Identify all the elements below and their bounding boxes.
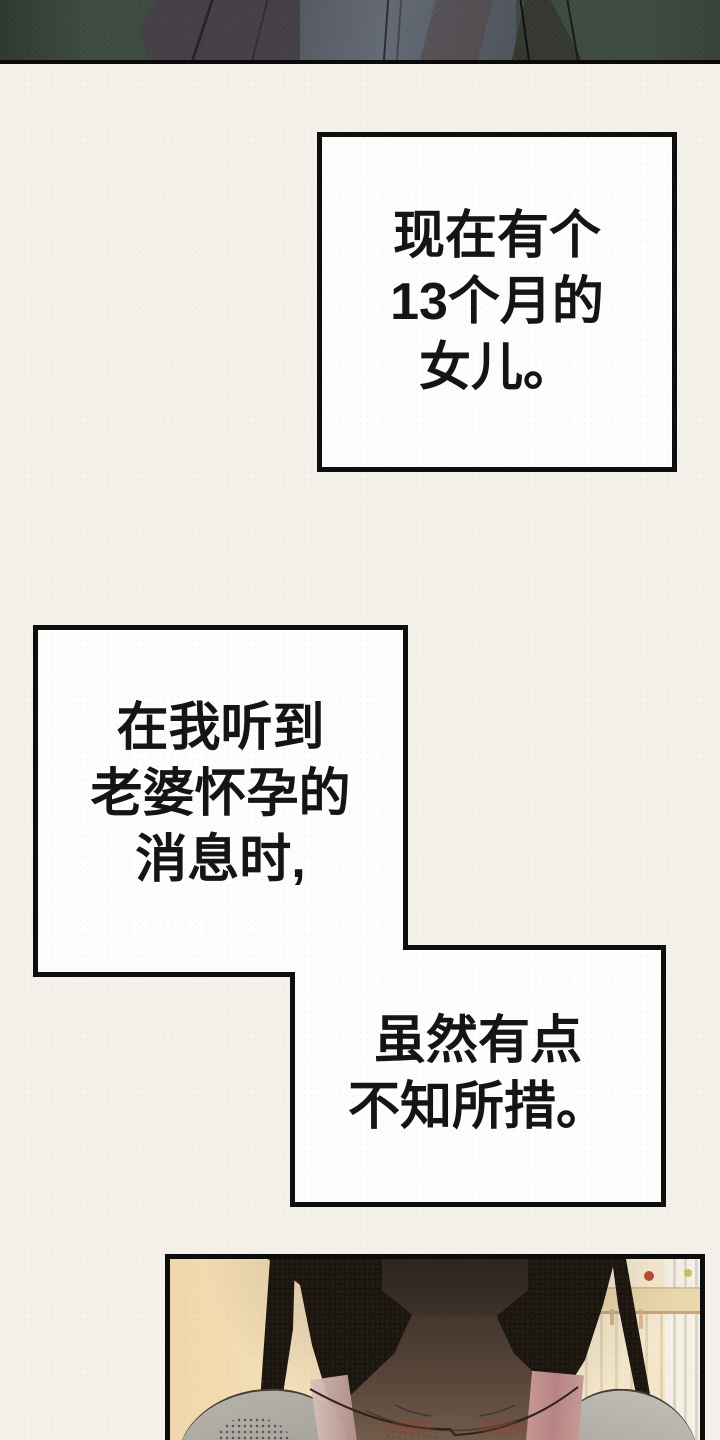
caption-joint-patch xyxy=(290,945,403,972)
caption-line: 在我听到 xyxy=(116,699,325,757)
jacket-shape xyxy=(138,0,303,60)
panel-border-line xyxy=(0,60,720,64)
caption-box-1: 现在有个 13个月的 女儿。 xyxy=(317,132,677,472)
caption-line: 不知所措。 xyxy=(347,1078,608,1136)
comic-panel-bottom xyxy=(165,1254,705,1440)
caption-line: 虽然有点 xyxy=(373,1012,582,1070)
red-flower-dot xyxy=(644,1271,654,1281)
caption-line: 老婆怀孕的 xyxy=(90,765,351,823)
neckline-ink-lines xyxy=(309,1386,579,1437)
caption-line: 消息时, xyxy=(135,831,306,889)
yellow-flower-dot xyxy=(684,1269,692,1277)
caption-box-2: 在我听到 老婆怀孕的 消息时, xyxy=(33,625,408,977)
caption-line: 13个月的 xyxy=(390,273,604,331)
fabric-texture xyxy=(0,0,720,64)
caption-line: 女儿。 xyxy=(418,339,575,397)
halftone-patch xyxy=(218,1417,290,1440)
caption-line: 现在有个 xyxy=(392,207,601,265)
comic-panel-top xyxy=(0,0,720,64)
rail-drip-mark xyxy=(639,1309,643,1329)
caption-box-3: 虽然有点 不知所措。 xyxy=(290,945,666,1207)
rail-drip-mark xyxy=(610,1309,614,1325)
crib-rail-shape xyxy=(590,1287,700,1314)
